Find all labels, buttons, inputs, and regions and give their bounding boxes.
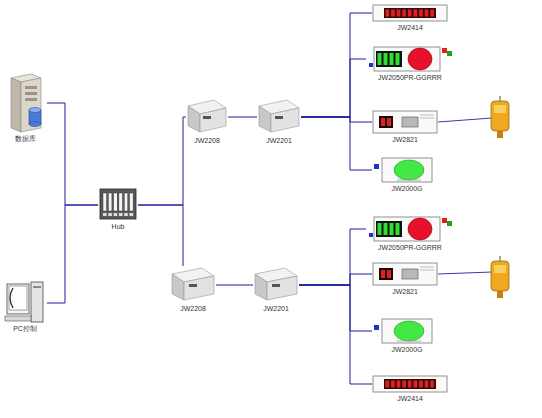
device-label: JW2821 [392,135,418,144]
device-label: JW2201 [263,304,289,313]
network-link [299,285,372,384]
dual-icon [366,45,454,73]
display-icon [372,3,448,23]
network-link [301,117,372,122]
device-label: JW2000G [391,345,422,354]
network-link [138,205,183,266]
pc-control: PC控制 [3,280,47,333]
green-icon [372,317,442,345]
indicator-panel: JW2000G [372,317,442,354]
device-label: JW2414 [397,394,423,403]
database-server: 数据库 [3,72,47,143]
device-label: JW2050PR-GGRRR [378,243,442,252]
device-label: JW2208 [180,304,206,313]
network-link [228,117,257,118]
device-label: JW2414 [397,23,423,32]
box-icon [257,98,301,136]
network-link [301,117,372,170]
network-link [138,117,186,205]
network-hub: Hub [98,186,138,231]
display-icon [372,374,448,394]
network-link [47,205,98,303]
network-link [299,274,372,285]
dual-display: JW2050PR-GGRRR [366,45,454,82]
box-icon [186,98,228,136]
device-label: JW2208 [194,136,220,145]
pc-icon [3,280,47,324]
network-link [301,13,372,117]
sensor-top [438,96,509,138]
converter-box: JW2201 [253,266,299,313]
hub-icon [98,186,138,222]
server-icon [3,72,47,134]
sensor-module: JW2821 [372,109,438,144]
device-label: JW2050PR-GGRRR [378,73,442,82]
sensor-icon [372,109,438,135]
network-link [216,285,253,286]
box-icon [253,266,299,304]
network-link [301,59,366,117]
led-display: JW2414 [372,3,448,32]
device-label: Hub [112,222,125,231]
led-display: JW2414 [372,374,448,403]
network-link [299,285,372,331]
sensor-module: JW2821 [372,261,438,296]
network-link [47,103,98,205]
device-label: JW2000G [391,184,422,193]
dual-icon [366,215,454,243]
sensor-bottom [438,256,509,298]
converter-box: JW2201 [257,98,301,145]
network-link [299,229,366,285]
dual-display: JW2050PR-GGRRR [366,215,454,252]
green-icon [372,156,442,184]
device-label: JW2201 [266,136,292,145]
device-label: JW2821 [392,287,418,296]
converter-box: JW2208 [170,266,216,313]
box-icon [170,266,216,304]
sensor-icon [372,261,438,287]
device-label: PC控制 [13,324,37,333]
device-label: 数据库 [15,134,36,143]
indicator-panel: JW2000G [372,156,442,193]
converter-box: JW2208 [186,98,228,145]
